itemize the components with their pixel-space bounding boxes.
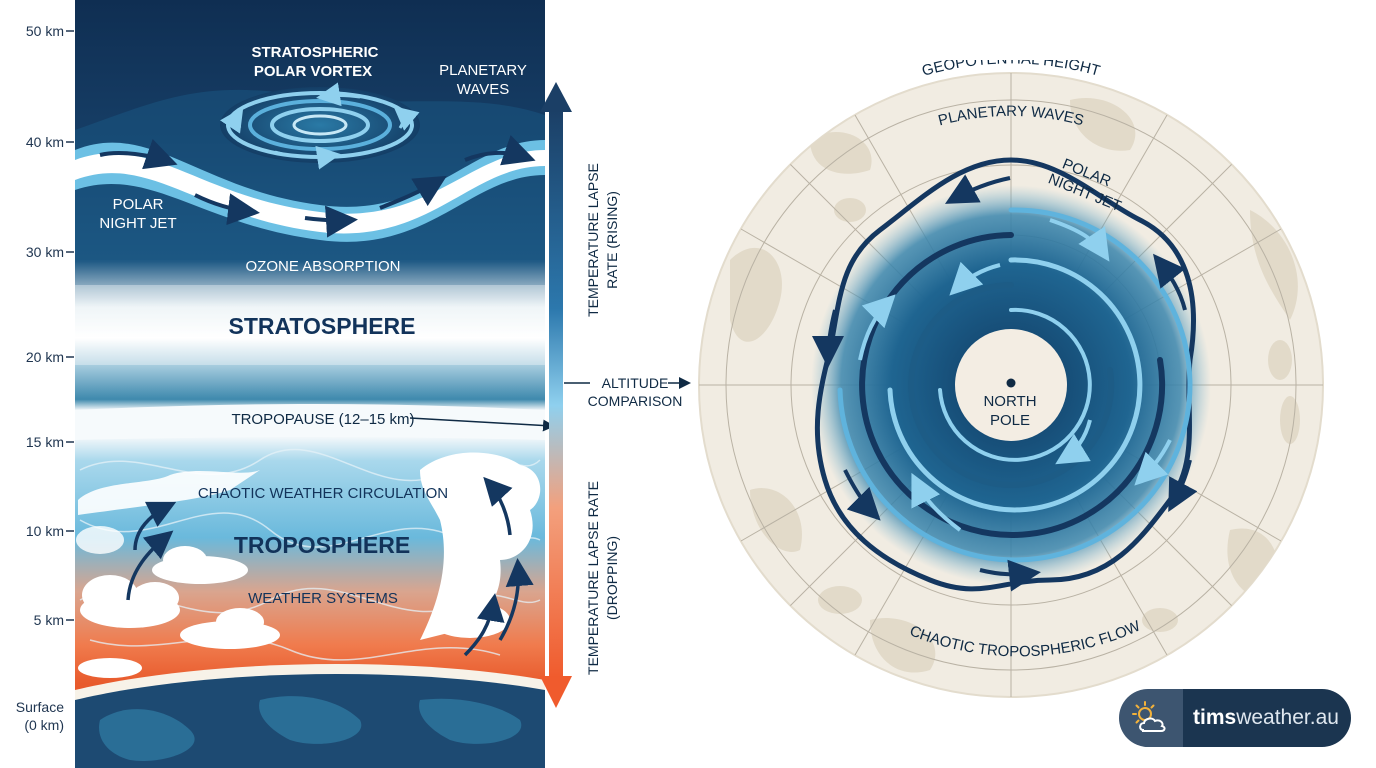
- polar-night-jet-label: NIGHT JET: [99, 215, 176, 232]
- weather-systems-label: WEATHER SYSTEMS: [248, 590, 398, 607]
- lapse-rate-arrow: [540, 82, 572, 708]
- convection-arrow: [463, 593, 505, 657]
- stratosphere-label: STRATOSPHERE: [228, 313, 415, 339]
- jet-arrow: [99, 138, 178, 170]
- tropopause-label: TROPOPAUSE (12–15 km): [231, 411, 414, 428]
- brand-name-regular: weather.au: [1236, 706, 1339, 729]
- altitude-tick-label: 5 km: [33, 612, 64, 628]
- surface-label: (0 km): [24, 717, 64, 733]
- north-pole-label: NORTH: [983, 393, 1036, 410]
- clouds: [76, 452, 541, 678]
- vortex-title: STRATOSPHERIC: [252, 44, 379, 61]
- lapse-rising-label: TEMPERATURE LAPSE: [585, 163, 601, 317]
- altitude-tick-label: 30 km: [25, 244, 64, 260]
- jet-flow-arrows: [812, 174, 1198, 592]
- jet-arrow: [379, 175, 447, 210]
- north-pole-dot: [1006, 378, 1016, 388]
- convection-arrow: [133, 501, 177, 551]
- jet-arrow: [464, 135, 536, 166]
- altitude-tick-label: 40 km: [25, 134, 64, 150]
- altitude-tick-label: 20 km: [25, 349, 64, 365]
- altitude-tick-label: 15 km: [25, 434, 64, 450]
- ozone-label: OZONE ABSORPTION: [245, 258, 400, 275]
- tropopause-pointer: [409, 417, 555, 432]
- sun-cloud-icon: [1119, 689, 1183, 747]
- planetary-waves-label: PLANETARY: [439, 62, 527, 79]
- vortex-title: POLAR VORTEX: [254, 63, 372, 80]
- comparison-label: COMPARISON: [588, 393, 683, 409]
- tropopause-band: [75, 404, 545, 440]
- lapse-dropping-label: (DROPPING): [604, 536, 620, 620]
- jet-band-inner: [75, 150, 545, 234]
- jet-arrow: [194, 193, 260, 226]
- convection-arrow: [483, 476, 513, 536]
- planetary-waves-label: WAVES: [457, 81, 510, 98]
- jet-arrow: [304, 205, 358, 238]
- terrain: [730, 98, 1300, 673]
- altitude-tick-label: 10 km: [25, 523, 64, 539]
- altitude-ticks: [66, 30, 74, 621]
- north-pole-label: POLE: [990, 412, 1030, 429]
- polar-vortex-map: GEOPOTENTIAL HEIGHT PLANETARY WAVES POLA…: [698, 60, 1324, 698]
- vortex-swirl-arrows: [858, 218, 1172, 532]
- jet-band-outer: [75, 140, 545, 242]
- surface-label: Surface: [15, 699, 64, 715]
- lapse-rising-label: RATE (RISING): [604, 191, 620, 289]
- stratospheric-vortex-swirl: [220, 82, 420, 170]
- altitude-tick-label: 50 km: [25, 23, 64, 39]
- convection-arrow: [498, 558, 534, 641]
- convection-arrow: [126, 530, 174, 601]
- brand-name-bold: tims: [1193, 706, 1237, 729]
- chaotic-circulation-label: CHAOTIC WEATHER CIRCULATION: [198, 485, 448, 502]
- comparison-label: ALTITUDE: [602, 375, 669, 391]
- lapse-dropping-label: TEMPERATURE LAPSE RATE: [585, 481, 601, 675]
- polar-night-jet-label: POLAR: [113, 196, 164, 213]
- atmosphere-profile: STRATOSPHERIC POLAR VORTEX PLANETARY WAV…: [66, 0, 691, 768]
- troposphere-label: TROPOSPHERE: [234, 532, 410, 558]
